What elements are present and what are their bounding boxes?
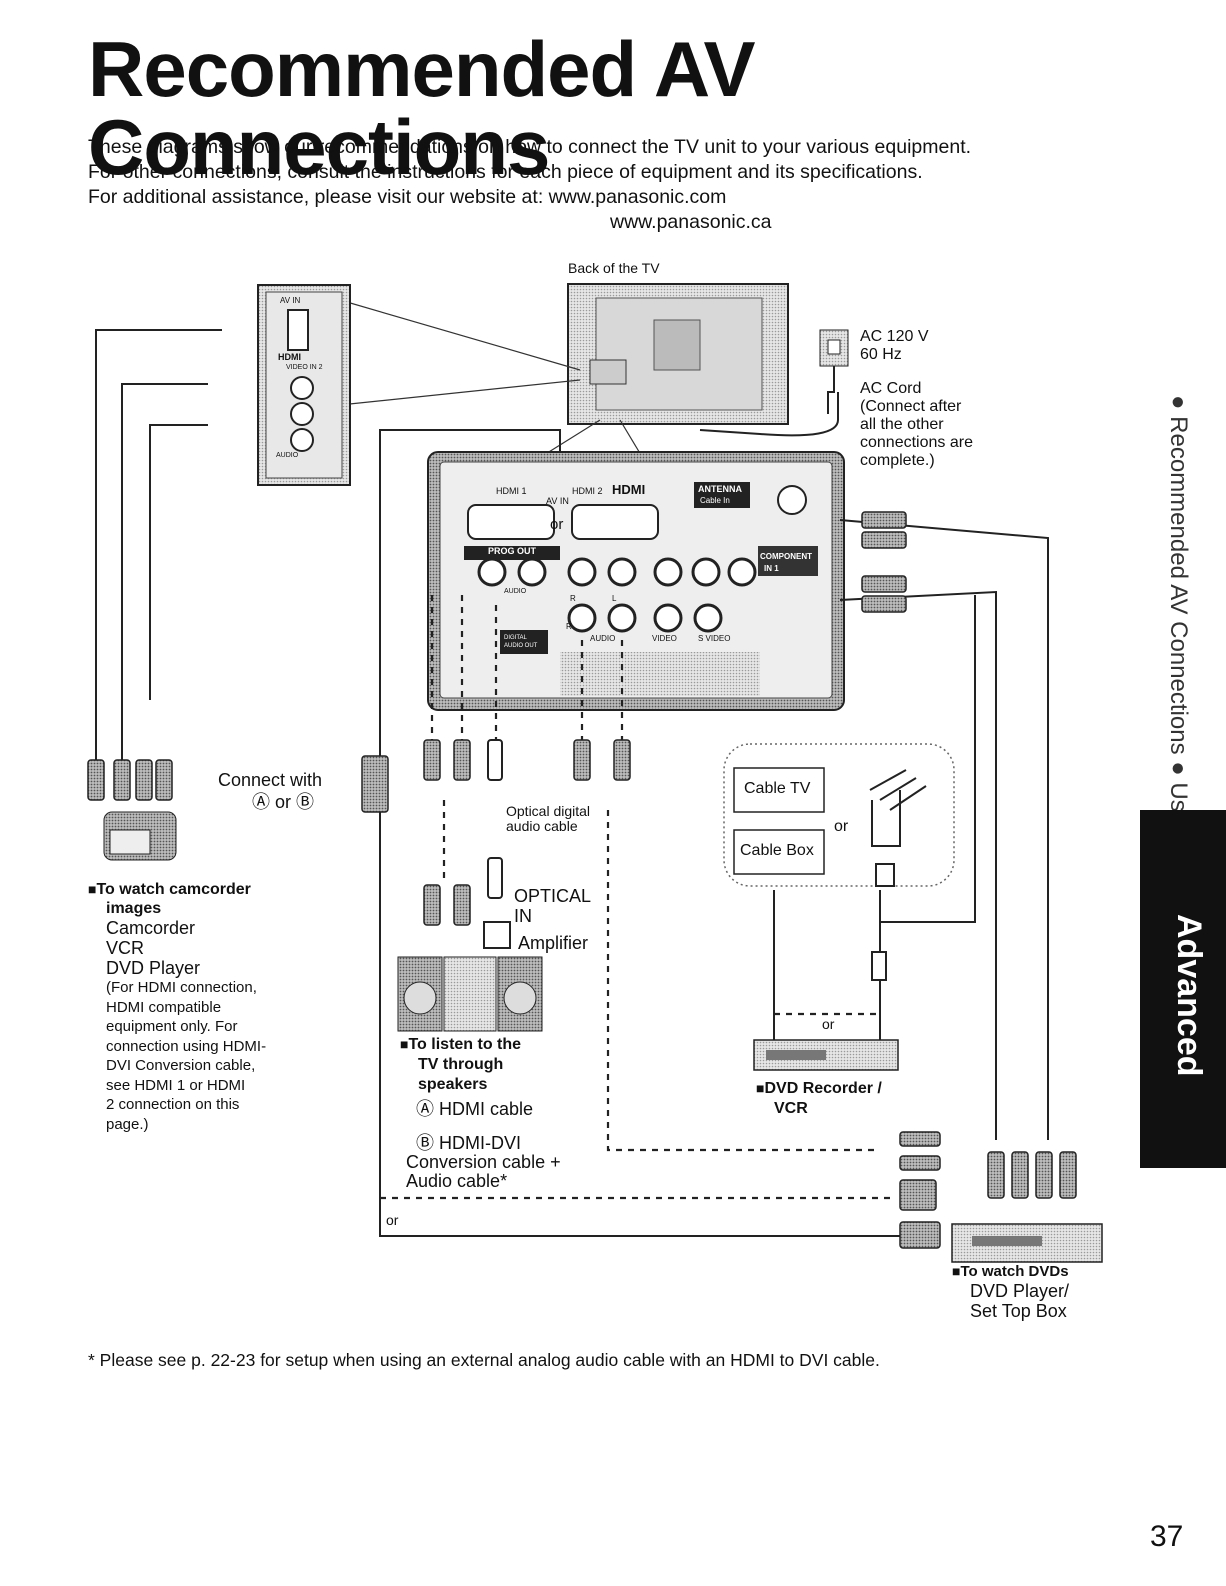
dvd-device-1: DVD Player/	[970, 1281, 1070, 1301]
optical-cable-label: Optical digital audio cable	[506, 804, 590, 834]
intro-line-2: For other connections, consult the instr…	[88, 161, 923, 183]
connect-with-label: Connect with	[218, 770, 323, 790]
cable-box-label: Cable Box	[740, 842, 814, 859]
ac-voltage: AC 120 V	[860, 328, 929, 345]
side-hdmi-logo: HDMI	[278, 352, 301, 362]
optical-cable-line-1: Optical digital	[506, 803, 591, 819]
cable-b-line-2: Conversion cable +	[406, 1152, 561, 1172]
cable-b-line-3: Audio cable*	[406, 1171, 508, 1191]
page-number: 37	[1150, 1520, 1184, 1553]
camcorder-heading-1: To watch camcorder	[88, 880, 266, 899]
prog-out-label: PROG OUT	[488, 546, 537, 556]
footnote: * Please see p. 22-23 for setup when usi…	[88, 1350, 880, 1370]
side-audio-label: AUDIO	[276, 452, 299, 459]
ac-cord-note-4: complete.)	[860, 452, 935, 469]
chapter-tab: Advanced	[1140, 810, 1226, 1168]
ac-cord-note-3: connections are	[860, 434, 973, 451]
camcorder-note-7: 2 connection on this	[106, 1096, 240, 1113]
back-of-tv-label: Back of the TV	[568, 260, 660, 276]
side-video-in2-label: VIDEO IN 2	[286, 364, 323, 371]
side-av-panel	[257, 284, 351, 486]
speakers-heading-1: To listen to the	[400, 1034, 521, 1055]
connection-diagram	[87, 283, 1103, 1263]
a-or-b-label: Ⓐ or Ⓑ	[252, 792, 315, 812]
amplifier	[397, 921, 543, 1032]
cable-antenna-source	[723, 743, 955, 981]
speakers-heading-3: speakers	[418, 1076, 488, 1093]
component-label: COMPONENT	[760, 552, 812, 561]
intro-text: These diagrams show our recommendations …	[88, 135, 1128, 235]
dvd-device-2: Set Top Box	[970, 1301, 1067, 1321]
dvd-heading: To watch DVDs	[952, 1262, 1069, 1281]
power-label: AC 120 V 60 Hz	[860, 328, 928, 364]
in1-label: IN 1	[764, 564, 779, 573]
ac-cord-note-1: (Connect after	[860, 398, 962, 415]
camcorder-note-2: HDMI compatible	[106, 998, 222, 1016]
tv-terminal-panel	[427, 451, 845, 711]
intro-line-3: For additional assistance, please visit …	[88, 186, 727, 208]
camcorder-note-5: DVI Conversion cable,	[106, 1057, 256, 1074]
ac-cord-note-2: all the other	[860, 416, 944, 433]
camcorder-note-3: equipment only. For	[106, 1018, 238, 1035]
cable-or-label: or	[386, 1212, 399, 1228]
camcorder-note-6: see HDMI 1 or HDMI	[106, 1076, 246, 1094]
cable-tv-label: Cable TV	[744, 780, 811, 797]
prog-out-audio-label: AUDIO	[504, 588, 527, 595]
camcorder-note-4: connection using HDMI-	[106, 1037, 267, 1055]
hdmi1-port-label: HDMI 1	[496, 486, 527, 496]
cable-b-label: Ⓑ HDMI-DVI Conversion cable + Audio cabl…	[406, 1134, 561, 1191]
ac-frequency: 60 Hz	[860, 346, 902, 363]
optical-in-label: OPTICAL IN	[514, 886, 591, 926]
camcorder-note: (For HDMI connection, HDMI compatible eq…	[88, 978, 266, 1134]
website-ca: www.panasonic.ca	[610, 211, 772, 233]
in1-r-label: R	[570, 594, 576, 603]
s-video-port-label: S VIDEO	[698, 634, 731, 643]
dvd-section: To watch DVDs DVD Player/ Set Top Box	[952, 1262, 1069, 1321]
source-or-label: or	[834, 818, 849, 835]
intro-line-1: These diagrams show our recommendations …	[88, 136, 972, 158]
page-title: Recommended AV Connections	[88, 25, 755, 191]
device-vcr: VCR	[106, 938, 145, 958]
device-camcorder: Camcorder	[106, 918, 196, 938]
power-outlet	[699, 329, 849, 437]
cable-in-label: Cable In	[700, 496, 730, 505]
camcorder-note-8: page.)	[106, 1115, 149, 1133]
camcorder-section: To watch camcorder images Camcorder VCR …	[88, 880, 266, 1134]
antenna-label: ANTENNA	[698, 484, 742, 494]
av-in-port-label: AV IN	[546, 496, 569, 506]
section-sidebar: ● Recommended AV Connections ● Using Tim…	[1148, 395, 1192, 910]
dvd-player	[951, 1223, 1103, 1263]
ac-cord: AC Cord	[860, 380, 922, 397]
in2-audio-label: AUDIO	[590, 634, 616, 643]
speakers-section: To listen to the TV through speakers	[400, 1034, 521, 1095]
amplifier-label: Amplifier	[518, 933, 589, 953]
hdmi-or-label: or	[550, 516, 564, 533]
camcorder-note-1: (For HDMI connection,	[106, 979, 257, 996]
in2-r-label: R	[566, 622, 572, 631]
in1-l-label: L	[612, 594, 617, 603]
digital-audio-out-label: DIGITAL AUDIO OUT	[504, 635, 538, 649]
ac-cord-label: AC Cord (Connect after all the other con…	[860, 380, 973, 470]
side-av-in-label: AV IN	[280, 296, 301, 305]
optical-cable-line-2: audio cable	[506, 818, 578, 834]
recorder-heading-1: DVD Recorder /	[756, 1078, 881, 1099]
camcorder-heading-2: images	[106, 900, 162, 917]
chapter-tab-label: Advanced	[1170, 914, 1208, 1077]
hdmi2-port-label: HDMI 2	[572, 486, 603, 496]
rca-plugs	[87, 511, 1077, 1249]
camcorder	[103, 811, 177, 861]
cable-b-line-1: Ⓑ HDMI-DVI	[416, 1133, 521, 1153]
optical-in-line-2: IN	[514, 906, 532, 926]
optical-in-line-1: OPTICAL	[514, 886, 592, 906]
device-dvd-player: DVD Player	[106, 958, 201, 978]
speakers-heading-2: TV through	[418, 1056, 504, 1073]
cable-a-label: Ⓐ HDMI cable	[416, 1099, 534, 1119]
video-port-label: VIDEO	[652, 634, 677, 643]
recorder-section: DVD Recorder / VCR	[756, 1078, 881, 1119]
recorder-heading-2: VCR	[774, 1100, 808, 1117]
recorder-or-label: or	[822, 1016, 835, 1032]
dvd-recorder	[753, 1039, 899, 1071]
tv-back	[567, 283, 789, 425]
hdmi-logo: HDMI	[612, 482, 646, 497]
